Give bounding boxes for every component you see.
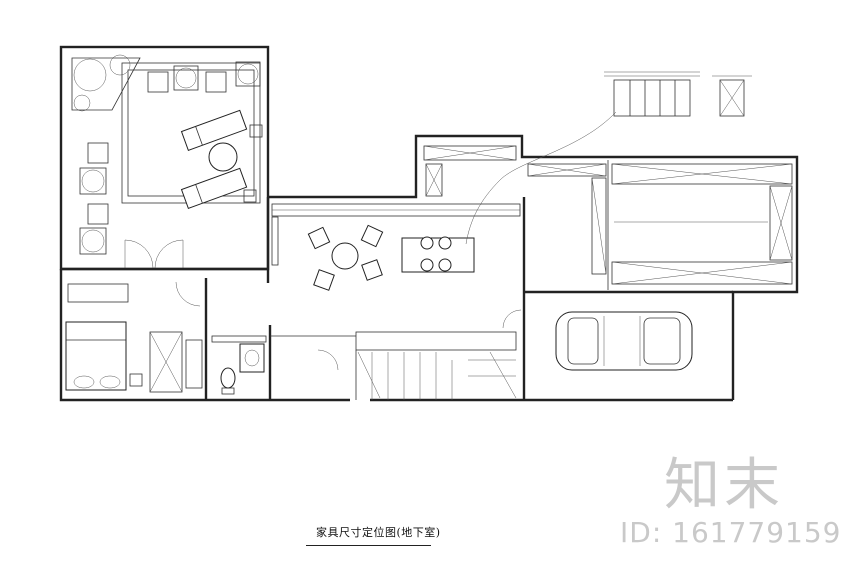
bedroom-bath bbox=[65, 281, 267, 395]
drawing-title: 家具尺寸定位图(地下室) bbox=[316, 526, 441, 539]
living-area bbox=[271, 203, 522, 329]
title-underline bbox=[306, 545, 431, 546]
garage-car bbox=[555, 311, 693, 371]
garden-court bbox=[59, 45, 270, 271]
elevation-details bbox=[465, 71, 752, 245]
watermark-brand: 知末 bbox=[664, 453, 784, 518]
main-walls bbox=[59, 134, 799, 402]
stair-area bbox=[270, 331, 517, 400]
right-wing bbox=[423, 145, 793, 290]
watermark-id: ID: 161779159 bbox=[620, 516, 842, 549]
